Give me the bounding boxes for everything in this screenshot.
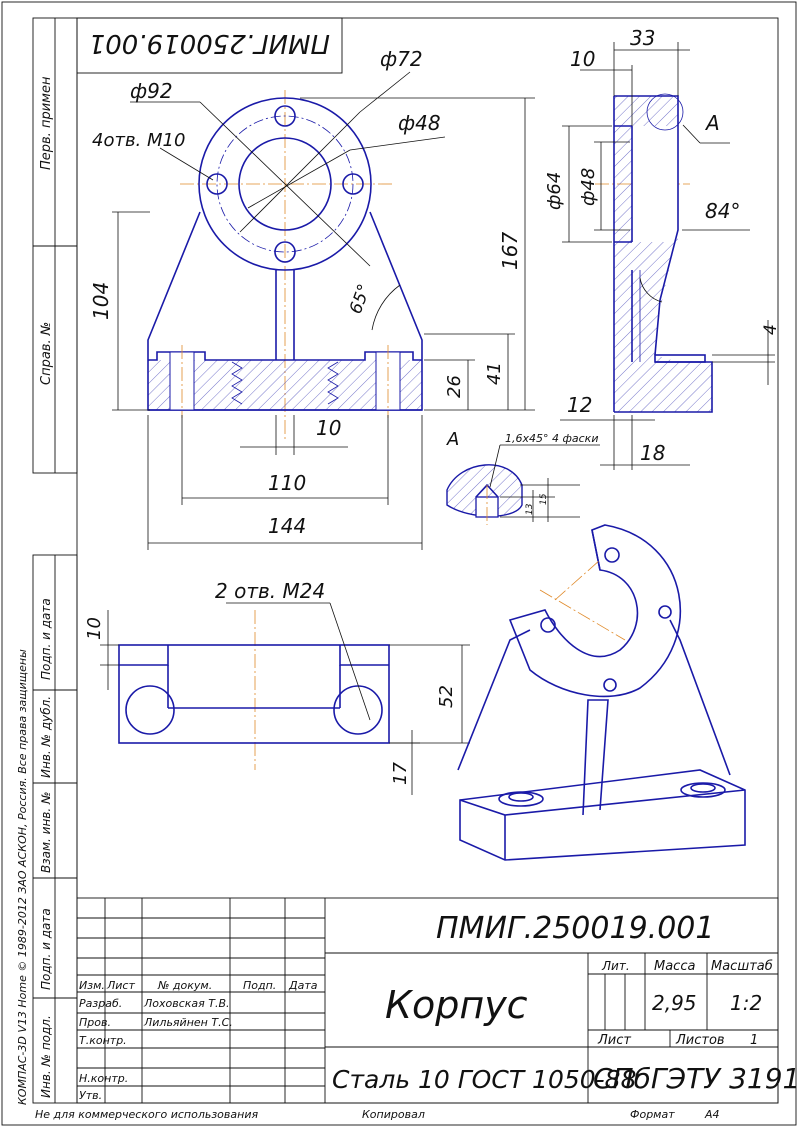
rotated-designation-box bbox=[76, 17, 343, 74]
copyright-text: КОМПАС-3D V13 Home © 1989-2012 ЗАО АСКОН… bbox=[16, 649, 29, 1105]
row-prov: Пров. bbox=[79, 1016, 111, 1029]
dim-side-d48: ф48 bbox=[578, 168, 599, 206]
organization: СПбГЭТУ 3191 bbox=[593, 1062, 798, 1095]
dim-52: 52 bbox=[436, 685, 457, 708]
vzam-inv-label: Взам. инв. № bbox=[39, 792, 53, 873]
perv-primen-label: Перв. примен bbox=[39, 76, 54, 170]
dim-110: 110 bbox=[268, 471, 306, 495]
angle-84: 84° bbox=[705, 199, 740, 223]
rotated-designation: ПМИГ.250019.001 bbox=[89, 28, 330, 58]
row-tkontr: Т.контр. bbox=[79, 1034, 127, 1047]
top-view bbox=[100, 602, 470, 795]
col-sign: Подп. bbox=[243, 979, 276, 992]
material: Сталь 10 ГОСТ 1050-88 bbox=[332, 1065, 637, 1094]
dim-17: 17 bbox=[390, 762, 411, 785]
noncommercial-note: Не для коммерческого использования bbox=[35, 1108, 258, 1121]
dim-10: 10 bbox=[316, 416, 341, 440]
title-block-grid bbox=[76, 897, 779, 1104]
dim-d92: ф92 bbox=[130, 79, 173, 103]
stamp-designation: ПМИГ.250019.001 bbox=[436, 911, 714, 946]
front-view bbox=[147, 90, 423, 440]
front-dimensions bbox=[112, 71, 535, 550]
row-razrab: Разраб. bbox=[79, 997, 122, 1010]
holes-m10-label: 4отв. М10 bbox=[92, 130, 185, 151]
sheets-label: Листов bbox=[675, 1033, 725, 1048]
angle-65: 65° bbox=[346, 282, 375, 317]
prov-name: Лильяйнен Т.С. bbox=[143, 1016, 233, 1029]
col-izm: Изм. bbox=[79, 979, 105, 992]
holes-m24-label: 2 отв. М24 bbox=[215, 579, 325, 603]
row-nkontr: Н.контр. bbox=[79, 1072, 128, 1085]
row-utv: Утв. bbox=[79, 1089, 102, 1102]
dim-15: 15 bbox=[539, 493, 549, 505]
dim-top-10: 10 bbox=[84, 617, 105, 640]
dim-26: 26 bbox=[444, 375, 465, 398]
format-value: A4 bbox=[704, 1108, 720, 1121]
scale-label: Масштаб bbox=[711, 959, 773, 974]
dim-167: 167 bbox=[498, 232, 522, 270]
dim-33: 33 bbox=[630, 26, 655, 50]
podp-data-label-1: Подп. и дата bbox=[39, 598, 53, 680]
lit-label: Лит. bbox=[601, 959, 630, 973]
dim-d72: ф72 bbox=[380, 47, 423, 71]
dim-d64: ф64 bbox=[544, 172, 565, 210]
dim-13: 13 bbox=[525, 503, 535, 515]
dim-41: 41 bbox=[484, 362, 505, 385]
mass-value: 2,95 bbox=[652, 991, 697, 1015]
mass-label: Масса bbox=[654, 959, 695, 974]
sheets-value: 1 bbox=[750, 1033, 758, 1048]
dim-12: 12 bbox=[567, 393, 592, 417]
inv-podl-label: Инв. № подл. bbox=[39, 1015, 53, 1098]
side-dimensions bbox=[560, 42, 775, 470]
dim-side-4: 4 bbox=[761, 324, 781, 335]
detail-a-view bbox=[446, 444, 600, 525]
dim-144: 144 bbox=[268, 514, 306, 538]
dim-104: 104 bbox=[89, 282, 113, 320]
copied-label: Копировал bbox=[362, 1108, 425, 1121]
chamfer-note: 1,6x45° 4 фаски bbox=[505, 432, 598, 445]
podp-data-label-2: Подп. и дата bbox=[39, 908, 53, 990]
col-list: Лист bbox=[106, 979, 135, 992]
side-view bbox=[595, 93, 713, 413]
dim-d48: ф48 bbox=[398, 111, 441, 135]
col-date: Дата bbox=[288, 979, 318, 992]
left-margin-bottom bbox=[32, 554, 78, 1104]
dim-side-10: 10 bbox=[570, 47, 595, 71]
format-label: Формат bbox=[630, 1108, 675, 1121]
left-margin-top bbox=[32, 17, 78, 474]
scale-value: 1:2 bbox=[730, 991, 762, 1015]
inv-dubl-label: Инв. № дубл. bbox=[39, 696, 53, 778]
part-name: Корпус bbox=[385, 983, 528, 1027]
razrab-name: Лоховская Т.В. bbox=[143, 997, 230, 1010]
callout-a: А bbox=[704, 111, 720, 135]
sprav-label: Справ. № bbox=[39, 322, 54, 385]
dim-18: 18 bbox=[640, 441, 665, 465]
detail-a-label: А bbox=[446, 429, 459, 450]
isometric-view bbox=[457, 524, 746, 861]
col-doc: № докум. bbox=[157, 979, 212, 992]
sheet-label: Лист bbox=[597, 1033, 631, 1048]
